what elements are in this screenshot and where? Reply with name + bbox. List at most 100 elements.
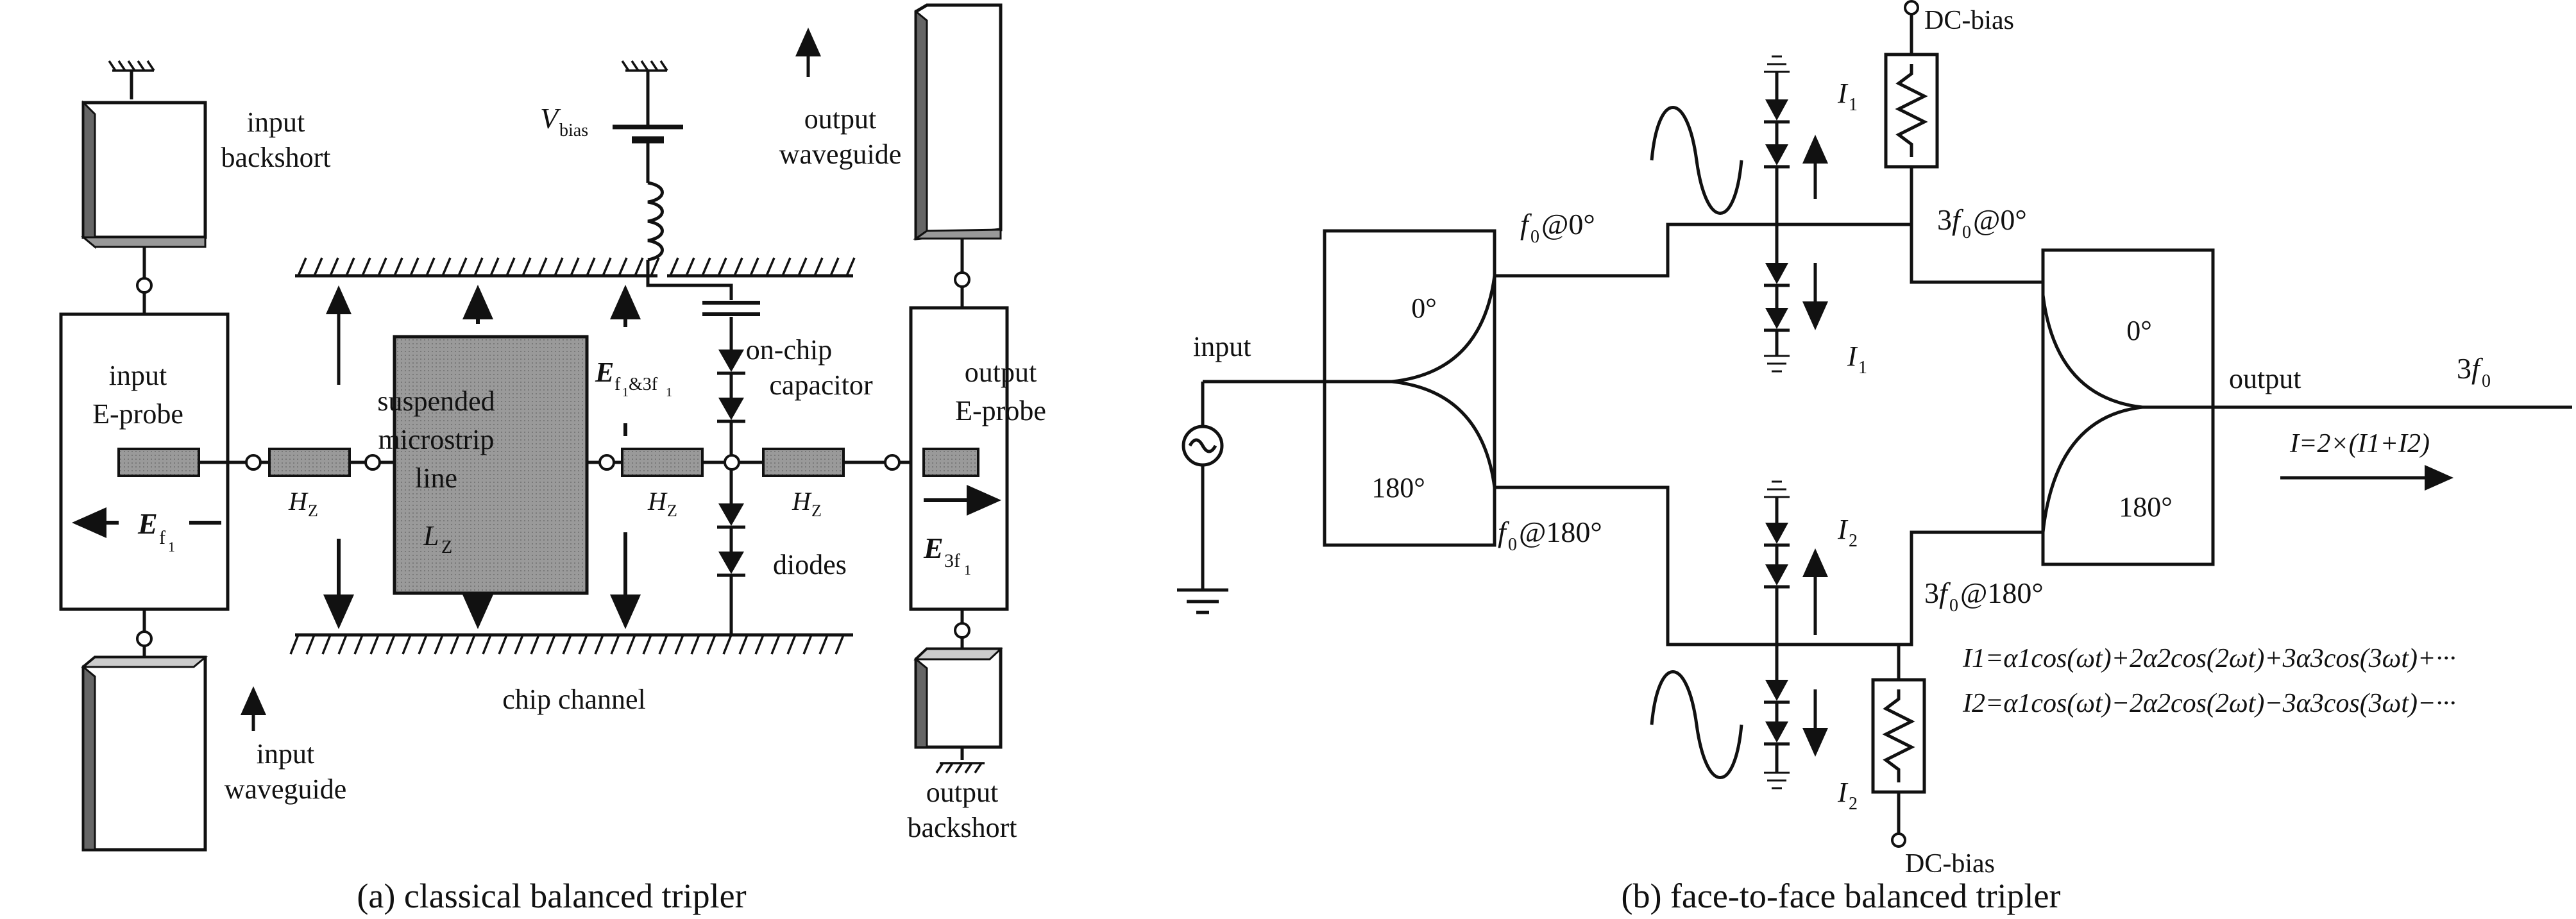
onchip-label-2: capacitor bbox=[769, 369, 873, 401]
susp-label-2: microstrip bbox=[378, 424, 495, 455]
input-eprobe-label-1: input bbox=[109, 360, 167, 391]
output-backshort-label-2: backshort bbox=[907, 812, 1017, 843]
f0-180-rest: @180° bbox=[1519, 516, 1602, 548]
output-field-1: 1 bbox=[964, 562, 971, 578]
input-backshort-block bbox=[80, 60, 207, 314]
i1-top-sub: 1 bbox=[1849, 95, 1858, 115]
microstrip-chain bbox=[245, 335, 911, 595]
channel-field-arrows bbox=[323, 285, 641, 629]
mid-field-amp: &3f bbox=[629, 375, 658, 394]
input-backshort-label-2: backshort bbox=[221, 142, 330, 173]
input-field-f: f bbox=[159, 527, 165, 548]
hz-label-1: H bbox=[288, 487, 309, 516]
susp-label-3: line bbox=[415, 462, 457, 494]
hz-sub-1: Z bbox=[308, 502, 318, 520]
f0-0-rest: @0° bbox=[1541, 208, 1595, 240]
i1-bottom-sub: 1 bbox=[1858, 358, 1867, 378]
panel-a-classical-tripler: input backshort input E-probe E f 1 inpu… bbox=[59, 3, 1046, 915]
hz-label-2: H bbox=[647, 487, 668, 516]
hybrid-out-top-label: 0° bbox=[2126, 315, 2152, 346]
mid-field-e: E bbox=[595, 357, 614, 388]
sine-wave-top bbox=[1650, 106, 1743, 215]
3f0-180-sub: 0 bbox=[1949, 596, 1958, 616]
i1-bottom-label: I bbox=[1847, 341, 1858, 372]
bottom-branch-line bbox=[1495, 485, 2043, 646]
dc-bias-bottom bbox=[1871, 645, 1926, 848]
hybrid-out-bottom-label: 180° bbox=[2119, 491, 2173, 523]
input-field-1: 1 bbox=[168, 539, 175, 555]
total-current-label: I=2×(I1+I2) bbox=[2289, 429, 2430, 459]
i1-top-label: I bbox=[1837, 78, 1849, 109]
input-source bbox=[1177, 380, 1325, 614]
out-freq-sub: 0 bbox=[2482, 371, 2491, 391]
dc-bias-top bbox=[1884, 0, 1939, 224]
diodes-label: diodes bbox=[773, 549, 847, 580]
dc-bias-top-label: DC-bias bbox=[1924, 6, 2014, 35]
hz-label-3: H bbox=[792, 487, 812, 516]
vbias-sub: bias bbox=[559, 121, 588, 140]
hybrid-in-bottom-label: 180° bbox=[1371, 472, 1425, 503]
output-probe-strip bbox=[922, 448, 979, 477]
i1-equation: I1=α1cos(ωt)+2α2cos(2ωt)+3α3cos(3ωt)+··· bbox=[1962, 644, 2456, 673]
output-backshort-block bbox=[913, 609, 1003, 773]
output-waveguide-label-2: waveguide bbox=[779, 139, 902, 170]
input-waveguide-label-2: waveguide bbox=[225, 773, 347, 805]
bottom-diode-pair bbox=[1764, 480, 1790, 789]
hz-section-1 bbox=[268, 448, 351, 477]
i2-bottom-label: I bbox=[1837, 777, 1849, 808]
suspended-microstrip bbox=[393, 335, 589, 595]
top-diode-pair bbox=[1764, 55, 1790, 373]
chip-channel-label: chip channel bbox=[502, 684, 646, 715]
input-field-e: E bbox=[137, 507, 158, 540]
output-waveguide-block bbox=[913, 3, 1003, 308]
3f0-180-rest: @180° bbox=[1960, 577, 2044, 609]
bias-network bbox=[613, 60, 760, 635]
hz-section-3 bbox=[762, 448, 845, 477]
caption-b: (b) face-to-face balanced tripler bbox=[1621, 877, 2060, 915]
output-label: output bbox=[2229, 363, 2301, 394]
i2-top-label: I bbox=[1837, 514, 1849, 545]
output-backshort-label-1: output bbox=[926, 777, 998, 808]
input-hybrid bbox=[1323, 229, 1496, 547]
hybrid-in-top-label: 0° bbox=[1411, 292, 1437, 324]
chip-channel-wall bbox=[289, 633, 853, 655]
caption-a: (a) classical balanced tripler bbox=[357, 877, 746, 915]
mid-field-1: 1 bbox=[622, 385, 629, 400]
hz-sub-3: Z bbox=[811, 502, 822, 520]
3f0-180-a: 3 bbox=[1924, 577, 1939, 609]
output-eprobe-label-1: output bbox=[965, 357, 1037, 388]
i2-bottom-sub: 2 bbox=[1849, 794, 1858, 814]
out-freq-3: 3 bbox=[2457, 352, 2471, 385]
dc-bias-bottom-label: DC-bias bbox=[1905, 849, 1995, 879]
output-field-e: E bbox=[923, 532, 944, 564]
i2-equation: I2=α1cos(ωt)−2α2cos(2ωt)−3α3cos(3ωt)−··· bbox=[1962, 689, 2456, 718]
vbias-label: V bbox=[540, 102, 561, 135]
mid-field-f: f bbox=[614, 375, 621, 394]
lz-label: L bbox=[423, 520, 439, 552]
f0-0-sub: 0 bbox=[1530, 227, 1539, 247]
input-probe-strip bbox=[117, 448, 200, 477]
top-wall-right bbox=[667, 257, 856, 278]
sine-wave-bottom bbox=[1650, 670, 1743, 779]
3f0-0-a: 3 bbox=[1937, 203, 1952, 236]
input-label: input bbox=[1193, 331, 1251, 362]
i2-top-sub: 2 bbox=[1849, 531, 1858, 551]
3f0-0-sub: 0 bbox=[1962, 223, 1971, 242]
input-waveguide-label-1: input bbox=[257, 738, 314, 770]
output-field-3f: 3f bbox=[944, 550, 960, 571]
panel-b-face-to-face-tripler: input 0° 180° 0° 180° output f 0 @0° f 0… bbox=[1177, 0, 2572, 915]
top-wall-left bbox=[295, 257, 660, 278]
hz-sub-2: Z bbox=[667, 502, 677, 520]
output-waveguide-label-1: output bbox=[804, 103, 876, 135]
f0-180-sub: 0 bbox=[1508, 535, 1517, 555]
input-backshort-label-1: input bbox=[247, 106, 305, 138]
susp-label-1: suspended bbox=[377, 385, 495, 417]
input-eprobe-label-2: E-probe bbox=[92, 398, 183, 430]
input-waveguide-block bbox=[80, 609, 208, 852]
output-eprobe-label-2: E-probe bbox=[955, 395, 1046, 426]
mid-field-2: 1 bbox=[666, 385, 672, 400]
onchip-label-1: on-chip bbox=[746, 334, 832, 366]
lz-sub: Z bbox=[441, 537, 452, 557]
hz-section-2 bbox=[621, 448, 704, 477]
